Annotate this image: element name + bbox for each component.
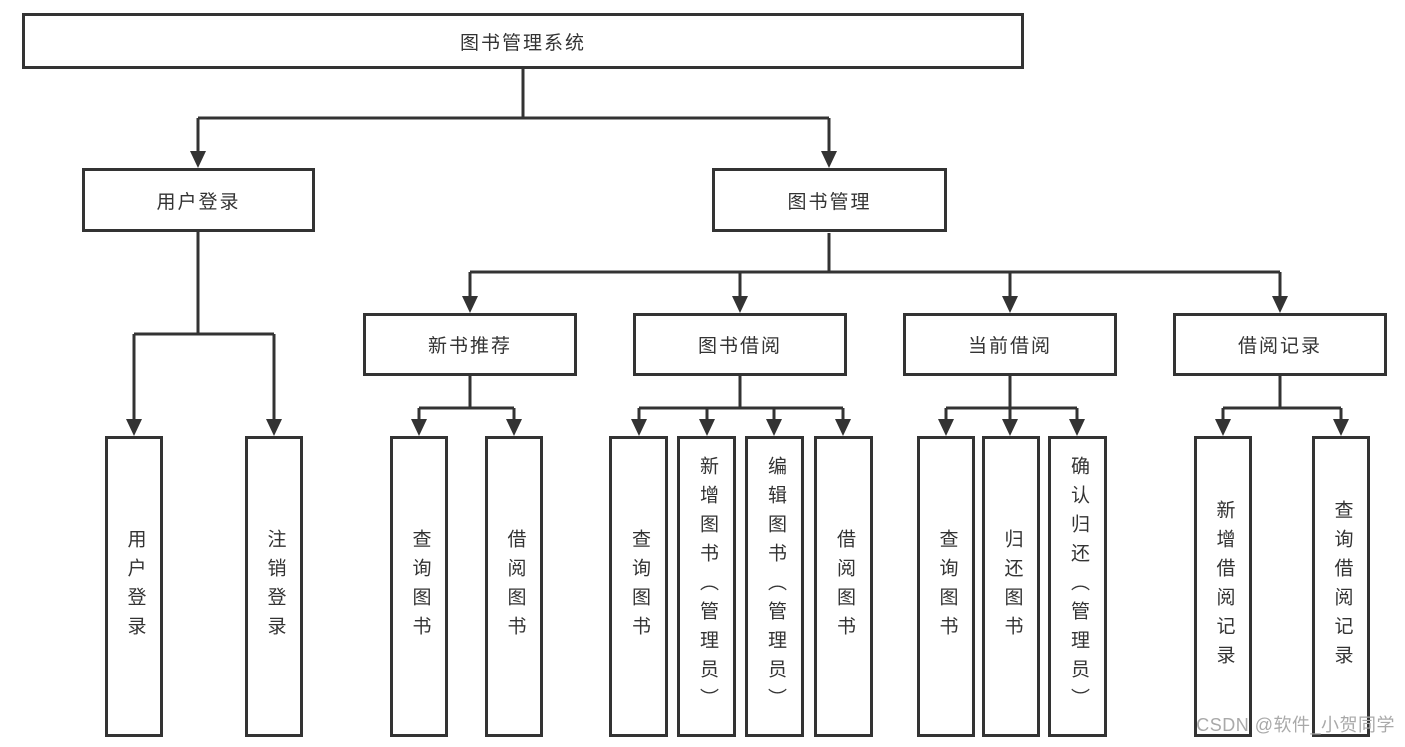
leaf-bb-query-books: 查询图书 [609, 436, 668, 737]
leaf-nbr-query-books: 查询图书 [390, 436, 448, 737]
leaf-br-add-record: 新增借阅记录 [1194, 436, 1252, 737]
node-new-book-recommend-label: 新书推荐 [427, 336, 512, 357]
node-book-management-label: 图书管理 [787, 191, 872, 213]
leaf-cb-confirm-return-admin: 确认归还（管理员） [1048, 436, 1107, 737]
leaf-cb-query-books-label: 查询图书 [936, 528, 958, 645]
leaf-user-login: 用户登录 [105, 436, 163, 737]
node-current-borrow-label: 当前借阅 [967, 336, 1052, 357]
leaf-br-query-record-label: 查询借阅记录 [1331, 499, 1353, 674]
leaf-nbr-borrow-books: 借阅图书 [485, 436, 543, 737]
leaf-logout: 注销登录 [245, 436, 303, 737]
leaf-logout-label: 注销登录 [264, 528, 286, 645]
leaf-bb-borrow-books: 借阅图书 [814, 436, 873, 737]
node-borrow-records: 借阅记录 [1173, 313, 1387, 376]
leaf-bb-add-book-admin-label: 新增图书（管理员） [696, 456, 718, 717]
node-book-borrow: 图书借阅 [633, 313, 847, 376]
leaf-cb-query-books: 查询图书 [917, 436, 975, 737]
leaf-cb-confirm-return-admin-label: 确认归还（管理员） [1067, 456, 1089, 717]
node-root: 图书管理系统 [22, 13, 1024, 69]
leaf-br-query-record: 查询借阅记录 [1312, 436, 1370, 737]
node-current-borrow: 当前借阅 [903, 313, 1117, 376]
node-book-borrow-label: 图书借阅 [697, 336, 782, 357]
leaf-bb-add-book-admin: 新增图书（管理员） [677, 436, 736, 737]
leaf-bb-edit-book-admin-label: 编辑图书（管理员） [764, 456, 786, 717]
leaf-nbr-borrow-books-label: 借阅图书 [504, 528, 526, 645]
node-user-login-label: 用户登录 [156, 191, 241, 213]
node-borrow-records-label: 借阅记录 [1237, 336, 1322, 357]
node-new-book-recommend: 新书推荐 [363, 313, 577, 376]
leaf-br-add-record-label: 新增借阅记录 [1213, 499, 1235, 674]
node-root-label: 图书管理系统 [459, 32, 586, 54]
watermark-text: CSDN @软件_小贺同学 [1196, 715, 1395, 735]
leaf-cb-return-books-label: 归还图书 [1001, 528, 1023, 645]
leaf-bb-edit-book-admin: 编辑图书（管理员） [745, 436, 804, 737]
leaf-cb-return-books: 归还图书 [982, 436, 1040, 737]
leaf-nbr-query-books-label: 查询图书 [409, 528, 431, 645]
node-book-management: 图书管理 [712, 168, 947, 232]
leaf-user-login-label: 用户登录 [124, 528, 146, 645]
leaf-bb-borrow-books-label: 借阅图书 [833, 528, 855, 645]
node-user-login: 用户登录 [82, 168, 315, 232]
leaf-bb-query-books-label: 查询图书 [628, 528, 650, 645]
